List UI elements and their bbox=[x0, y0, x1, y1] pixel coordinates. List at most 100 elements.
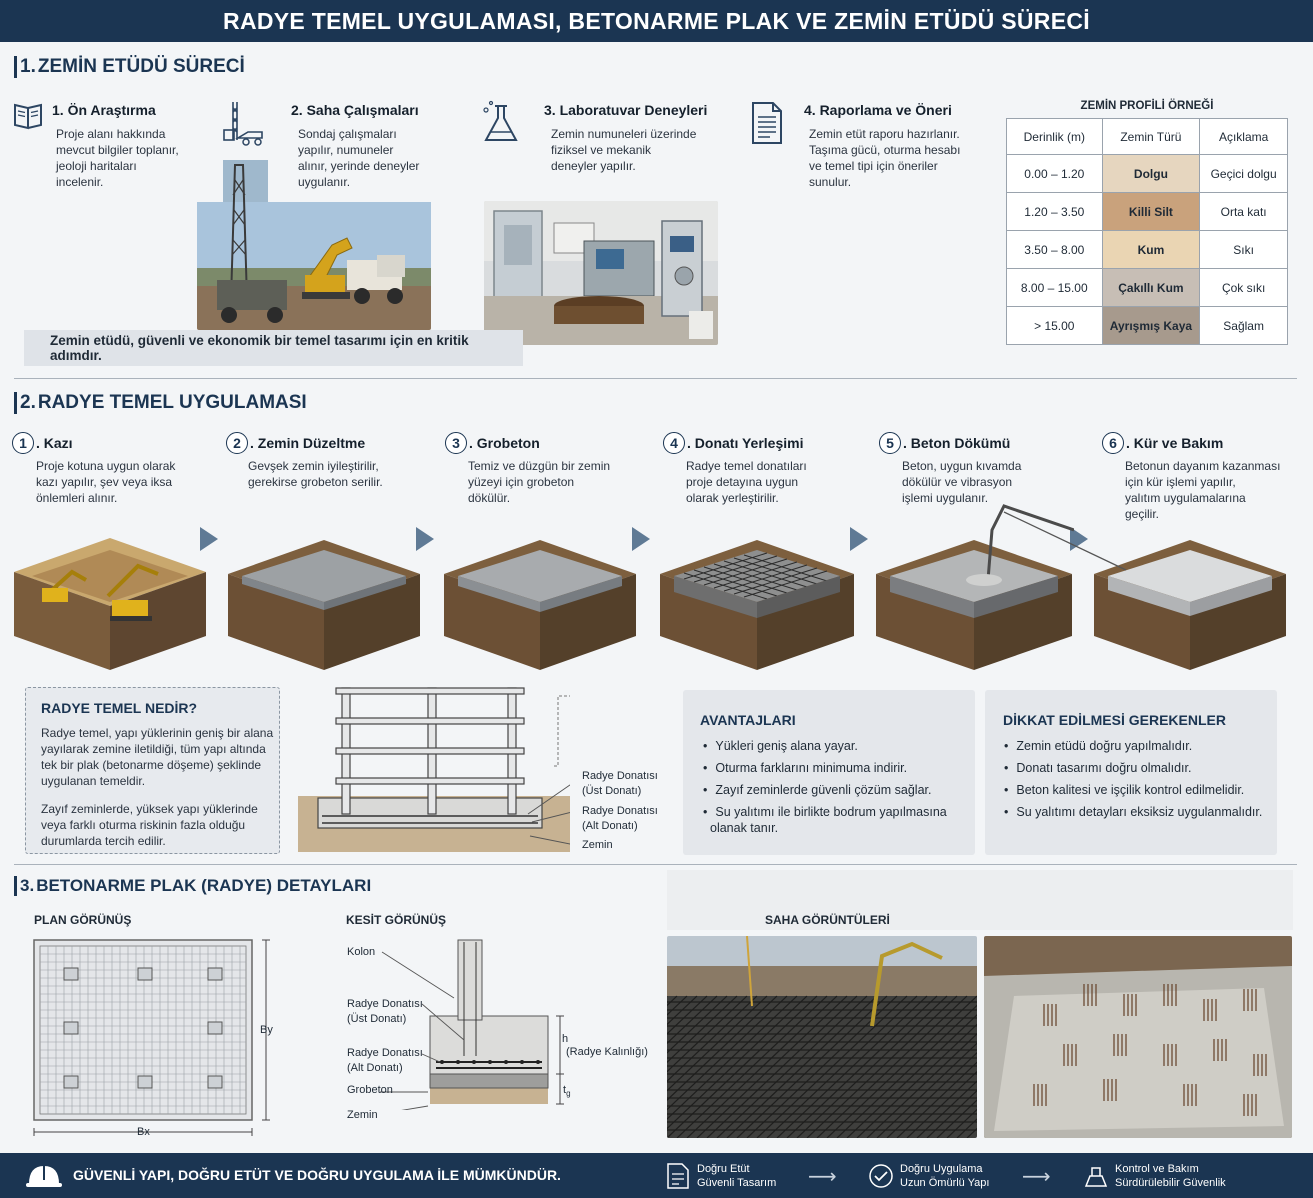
s1-step-4-line: sunulur. bbox=[809, 175, 852, 189]
s2-step-1-line: önlemleri alınır. bbox=[36, 491, 118, 505]
s1-step-3-title: 3. Laboratuvar Deneyleri bbox=[544, 102, 708, 118]
table-row: 3.50 – 8.00 Kum Sıkı bbox=[1006, 230, 1288, 269]
page-header: RADYE TEMEL UYGULAMASI, BETONARME PLAK V… bbox=[0, 0, 1313, 42]
soil-profile-title: ZEMİN PROFİLİ ÖRNEĞİ bbox=[1080, 100, 1214, 112]
s2-step-1-line: Proje kotuna uygun olarak bbox=[36, 459, 176, 473]
s2-step-4-line: olarak yerleştirilir. bbox=[686, 491, 779, 505]
drilling-site-photo bbox=[197, 160, 431, 330]
soil-profile-header: Zemin Türü bbox=[1101, 118, 1201, 155]
s2-step-4-number: 4 bbox=[663, 432, 685, 454]
section-view-drawing bbox=[380, 939, 564, 1110]
list-item: Su yalıtımı ile birlikte bodrum yapılmas… bbox=[703, 804, 946, 820]
s2-step-2-number: 2 bbox=[226, 432, 248, 454]
what-is-raft-line: veya farklı oturma riskinin fazla olduğu bbox=[41, 818, 246, 832]
s2-step-5-number: 5 bbox=[879, 432, 901, 454]
section-label-column: Kolon bbox=[347, 946, 376, 958]
s2-step-1-line: kazı yapılır, şev veya iksa bbox=[36, 475, 173, 489]
s2-step-2: 2. Zemin Düzeltme Gevşek zemin iyileştir… bbox=[226, 432, 426, 490]
s1-step-3-line: Zemin numuneleri üzerinde bbox=[551, 127, 697, 141]
s2-step-4-title: . Donatı Yerleşimi bbox=[687, 435, 804, 451]
cautions-card: DİKKAT EDİLMESİ GEREKENLER Zemin etüdü d… bbox=[985, 690, 1277, 855]
site-photo-reinforcement bbox=[667, 936, 977, 1138]
page-title: RADYE TEMEL UYGULAMASI, BETONARME PLAK V… bbox=[223, 7, 1090, 34]
step-arrow-icon bbox=[416, 527, 434, 551]
helmet-icon bbox=[26, 1166, 62, 1187]
step-arrow-icon bbox=[632, 527, 650, 551]
s2-step-1-title: . Kazı bbox=[36, 435, 73, 451]
drilling-rig-icon bbox=[223, 102, 263, 146]
s1-step-4-line: Taşıma gücü, oturma hesabı bbox=[809, 143, 961, 157]
section-tg-symbol: t bbox=[563, 1084, 567, 1096]
s1-step-4-line: Zemin etüt raporu hazırlanır. bbox=[809, 127, 960, 141]
s2-step-3-line: dökülür. bbox=[468, 491, 511, 505]
frame-label: Radye Donatısı bbox=[582, 805, 658, 817]
footer-item-1: Doğru Etüt Güvenli Tasarım bbox=[697, 1162, 776, 1190]
page-footer: GÜVENLİ YAPI, DOĞRU ETÜT VE DOĞRU UYGULA… bbox=[0, 1153, 1313, 1198]
section-h-label: h bbox=[562, 1033, 569, 1045]
s2-step-5-title: . Beton Dökümü bbox=[903, 435, 1011, 451]
s2-step-6-line: için kür işlemi yapılır, bbox=[1125, 475, 1236, 489]
footer-slogan: GÜVENLİ YAPI, DOĞRU ETÜT VE DOĞRU UYGULA… bbox=[73, 1167, 561, 1183]
s2-step-5-line: işlemi uygulanır. bbox=[902, 491, 989, 505]
what-is-raft-line: Zayıf zeminlerde, yüksek yapı yüklerinde bbox=[41, 802, 258, 816]
frame-label: Radye Donatısı bbox=[582, 770, 658, 782]
what-is-raft-box: RADYE TEMEL NEDİR? Radye temel, yapı yük… bbox=[25, 687, 280, 854]
s2-step-5-line: Beton, uygun kıvamda bbox=[902, 459, 1022, 473]
s2-step-3-number: 3 bbox=[445, 432, 467, 454]
s2-step-1-number: 1 bbox=[12, 432, 34, 454]
advantages-card: AVANTAJLARI Yükleri geniş alana yayar. O… bbox=[683, 690, 975, 855]
s1-step-3-line: fiziksel ve mekanik bbox=[551, 143, 652, 157]
s2-step-4-line: Radye temel donatıları bbox=[686, 459, 807, 473]
what-is-raft-line: Radye temel, yapı yüklerinin geniş bir a… bbox=[41, 726, 274, 740]
section-label: Radye Donatısı bbox=[347, 998, 423, 1010]
s1-step-4-line: ve temel tipi için öneriler bbox=[809, 159, 938, 173]
soil-desc: Geçici dolgu bbox=[1199, 154, 1288, 193]
section-h-desc: (Radye Kalınlığı) bbox=[566, 1046, 648, 1058]
section1-number: 1. bbox=[14, 56, 36, 78]
s1-step-4-title: 4. Raporlama ve Öneri bbox=[804, 102, 952, 118]
soil-type: Dolgu bbox=[1101, 154, 1201, 193]
step-arrow-icon bbox=[850, 527, 868, 551]
soil-profile-header: Açıklama bbox=[1199, 118, 1288, 155]
s1-step-1-line: incelenir. bbox=[56, 175, 104, 189]
frame-diagram-labels: Radye Donatısı (Üst Donatı) Radye Donatı… bbox=[582, 769, 658, 853]
s1-step-2-line: uygulanır. bbox=[298, 175, 351, 189]
footer-arrow-icon: ⟶ bbox=[1022, 1166, 1051, 1188]
maintenance-icon bbox=[1084, 1167, 1108, 1187]
section3-number: 3. bbox=[14, 876, 34, 896]
concrete-pouring-illustration bbox=[876, 504, 1074, 670]
section-label: (Alt Donatı) bbox=[347, 1062, 403, 1074]
step-arrow-icon bbox=[200, 527, 218, 551]
plan-bx-label: Bx bbox=[137, 1126, 150, 1138]
s2-step-6-line: geçilir. bbox=[1125, 507, 1160, 521]
soil-type: Killi Silt bbox=[1101, 192, 1201, 231]
s2-step-6: 6. Kür ve Bakım Betonun dayanım kazanmas… bbox=[1102, 432, 1302, 522]
footer-item-3-line1: Kontrol ve Bakım bbox=[1115, 1163, 1199, 1175]
s2-step-3-line: yüzeyi için grobeton bbox=[468, 475, 575, 489]
advantages-title: AVANTAJLARI bbox=[700, 712, 796, 728]
soil-profile-table: Derinlik (m) Zemin Türü Açıklama 0.00 – … bbox=[1006, 118, 1288, 345]
what-is-raft-line: yayılarak zemine iletildiği, tüm yapı al… bbox=[41, 742, 266, 756]
frame-label: (Üst Donatı) bbox=[582, 785, 642, 797]
list-item: Zayıf zeminlerde güvenli çözüm sağlar. bbox=[703, 779, 947, 801]
list-item: Donatı tasarımı doğru olmalıdır. bbox=[1004, 757, 1262, 779]
plan-view-drawing bbox=[33, 939, 270, 1136]
s2-step-2-title: . Zemin Düzeltme bbox=[250, 435, 366, 451]
section1-title: ZEMİN ETÜDÜ SÜRECİ bbox=[37, 56, 245, 77]
section-label-top-rebar: Radye Donatısı (Üst Donatı) bbox=[347, 997, 423, 1027]
advantages-list: Yükleri geniş alana yayar. Oturma farkla… bbox=[703, 735, 947, 820]
s2-step-4: 4. Donatı Yerleşimi Radye temel donatıla… bbox=[663, 432, 863, 506]
survey-document-icon bbox=[667, 1163, 689, 1189]
s1-step-2-line: alınır, yerinde deneyler bbox=[298, 159, 420, 173]
soil-desc: Çok sıkı bbox=[1199, 268, 1288, 307]
s1-step-3-line: deneyler yapılır. bbox=[551, 159, 636, 173]
s2-step-2-line: Gevşek zemin iyileştirilir, bbox=[248, 459, 379, 473]
section-label-lean-concrete: Grobeton bbox=[347, 1084, 393, 1096]
soil-depth: 8.00 – 15.00 bbox=[1006, 268, 1103, 307]
report-document-icon bbox=[752, 102, 782, 144]
s2-step-6-number: 6 bbox=[1102, 432, 1124, 454]
cautions-list: Zemin etüdü doğru yapılmalıdır. Donatı t… bbox=[1004, 735, 1262, 823]
s2-step-6-title: . Kür ve Bakım bbox=[1126, 435, 1224, 451]
what-is-raft-line: uygulanan temeldir. bbox=[41, 774, 146, 788]
footer-item-2: Doğru Uygulama Uzun Ömürlü Yapı bbox=[900, 1162, 989, 1190]
